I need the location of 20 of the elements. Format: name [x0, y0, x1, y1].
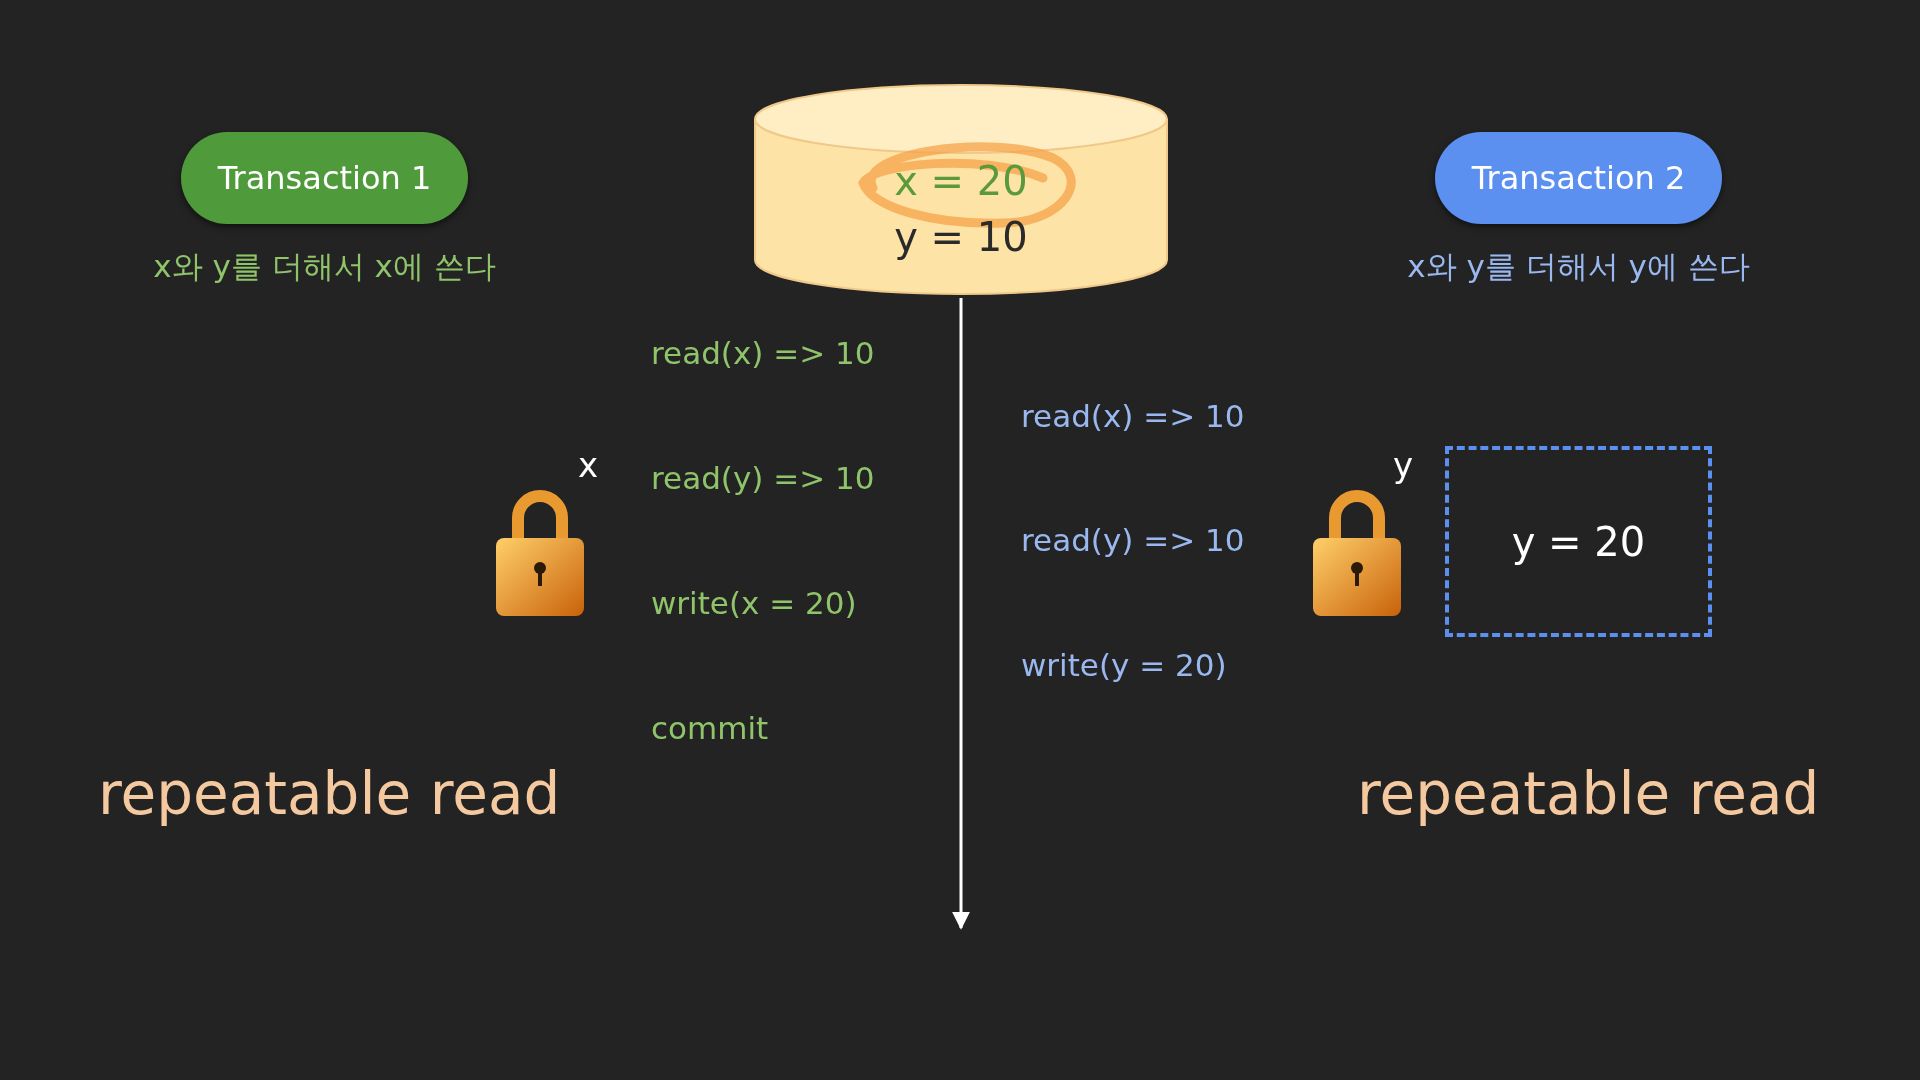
lock-label: y [1393, 445, 1414, 485]
operation-text: write(y = 20) [1021, 647, 1227, 683]
operation-text: write(x = 20) [651, 585, 857, 621]
isolation-level-text: repeatable read [98, 760, 561, 828]
operation-text: read(x) => 10 [651, 335, 875, 371]
operation-text: read(y) => 10 [651, 460, 875, 496]
database-cylinder [753, 83, 1169, 296]
operation-text: commit [651, 710, 769, 746]
description-text: x와 y를 더해서 x에 쓴다 [152, 247, 497, 286]
pill-title: Transaction 1 [217, 159, 432, 197]
dashed-box [1445, 446, 1712, 637]
value-text: y = 20 [1511, 518, 1646, 565]
operation-text: read(x) => 10 [1021, 398, 1245, 434]
description-text: x와 y를 더해서 y에 쓴다 [1406, 247, 1751, 286]
pill-title: Transaction 2 [1471, 159, 1686, 197]
isolation-level-text: repeatable read [1357, 760, 1820, 828]
operation-text: read(y) => 10 [1021, 522, 1245, 558]
value-text: y = 10 [893, 214, 1029, 260]
lock-label: x [578, 445, 599, 485]
value-text: x = 20 [893, 158, 1029, 204]
